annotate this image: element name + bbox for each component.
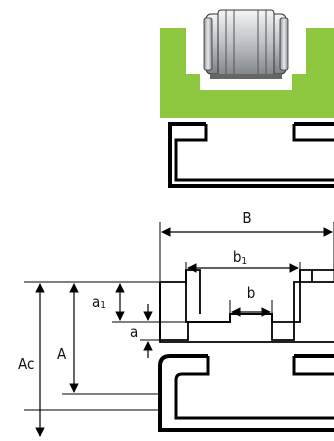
label-a: a xyxy=(130,323,138,341)
profile-illustration xyxy=(160,9,334,188)
channel-profile-top xyxy=(168,122,334,188)
label-B: B xyxy=(242,209,251,227)
label-A: A xyxy=(57,345,67,363)
dimension-drawing: B b1 b a1 a A Ac xyxy=(18,209,334,437)
channel-profile-bottom xyxy=(158,354,334,432)
roller-carriage-icon xyxy=(203,9,289,79)
label-a1: a1 xyxy=(92,293,106,311)
label-Ac: Ac xyxy=(18,355,34,373)
label-b: b xyxy=(247,284,256,302)
label-b1: b1 xyxy=(233,248,247,267)
